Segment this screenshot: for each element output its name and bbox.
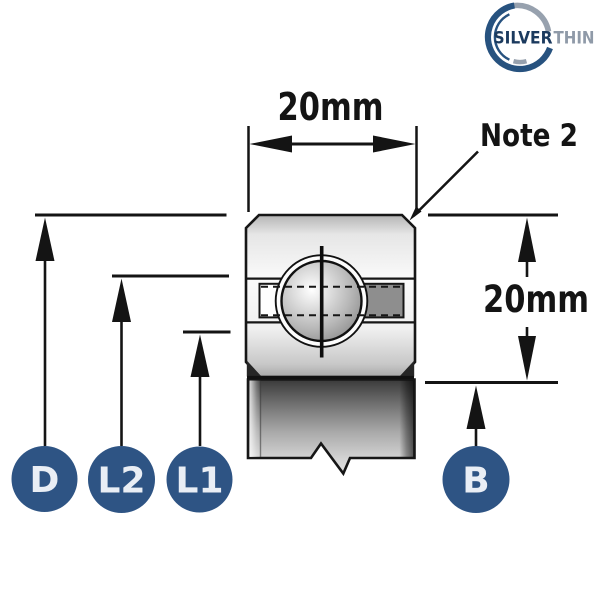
bottom-right-chamfer	[399, 360, 415, 377]
diameter-D-callout: D	[11, 213, 227, 512]
L2-badge	[88, 446, 155, 513]
height-dimension: 20mm	[425, 213, 589, 384]
L1-arrowhead	[190, 334, 210, 377]
logo-arc-gray	[513, 2, 552, 33]
extension-left-highlight	[249, 380, 262, 457]
width-label: 20mm	[278, 85, 384, 129]
width-dimension: 20mm	[247, 85, 418, 212]
height-arrow-down	[518, 336, 536, 381]
diameter-L2-callout: L2	[88, 274, 229, 513]
arrowhead-right	[373, 135, 416, 153]
bearing-cross-section	[244, 213, 417, 477]
logo-text-silver: SILVER	[494, 29, 553, 48]
D-arrowhead	[35, 217, 55, 261]
note-leader-line	[412, 150, 479, 217]
D-badge	[11, 446, 78, 512]
silverthin-logo: SILVER THIN	[484, 2, 595, 73]
arrowhead-left	[249, 135, 292, 153]
logo-text-thin: THIN	[554, 29, 595, 48]
diameter-L1-callout: L1	[166, 330, 233, 513]
inner-ring-extension	[246, 378, 416, 477]
note-arrowhead	[409, 206, 422, 221]
logo-inner-arc-blue	[493, 13, 510, 61]
bore-B-callout: B	[442, 385, 510, 513]
logo-arc-blue	[484, 2, 553, 73]
note-callout: Note 2	[409, 118, 578, 221]
D-letter: D	[30, 460, 60, 501]
B-letter: B	[462, 461, 489, 502]
height-arrow-up	[518, 217, 536, 262]
note-label: Note 2	[480, 118, 578, 154]
height-label: 20mm	[483, 278, 589, 321]
logo-inner-arc-gray	[512, 58, 528, 65]
extension-right-shadow	[399, 380, 414, 457]
L2-arrowhead	[112, 278, 131, 322]
B-arrowhead	[466, 385, 486, 429]
L2-letter: L2	[98, 461, 146, 502]
bottom-left-chamfer	[246, 360, 262, 377]
L1-badge	[166, 446, 233, 513]
B-badge	[442, 446, 510, 513]
L1-letter: L1	[176, 461, 224, 502]
